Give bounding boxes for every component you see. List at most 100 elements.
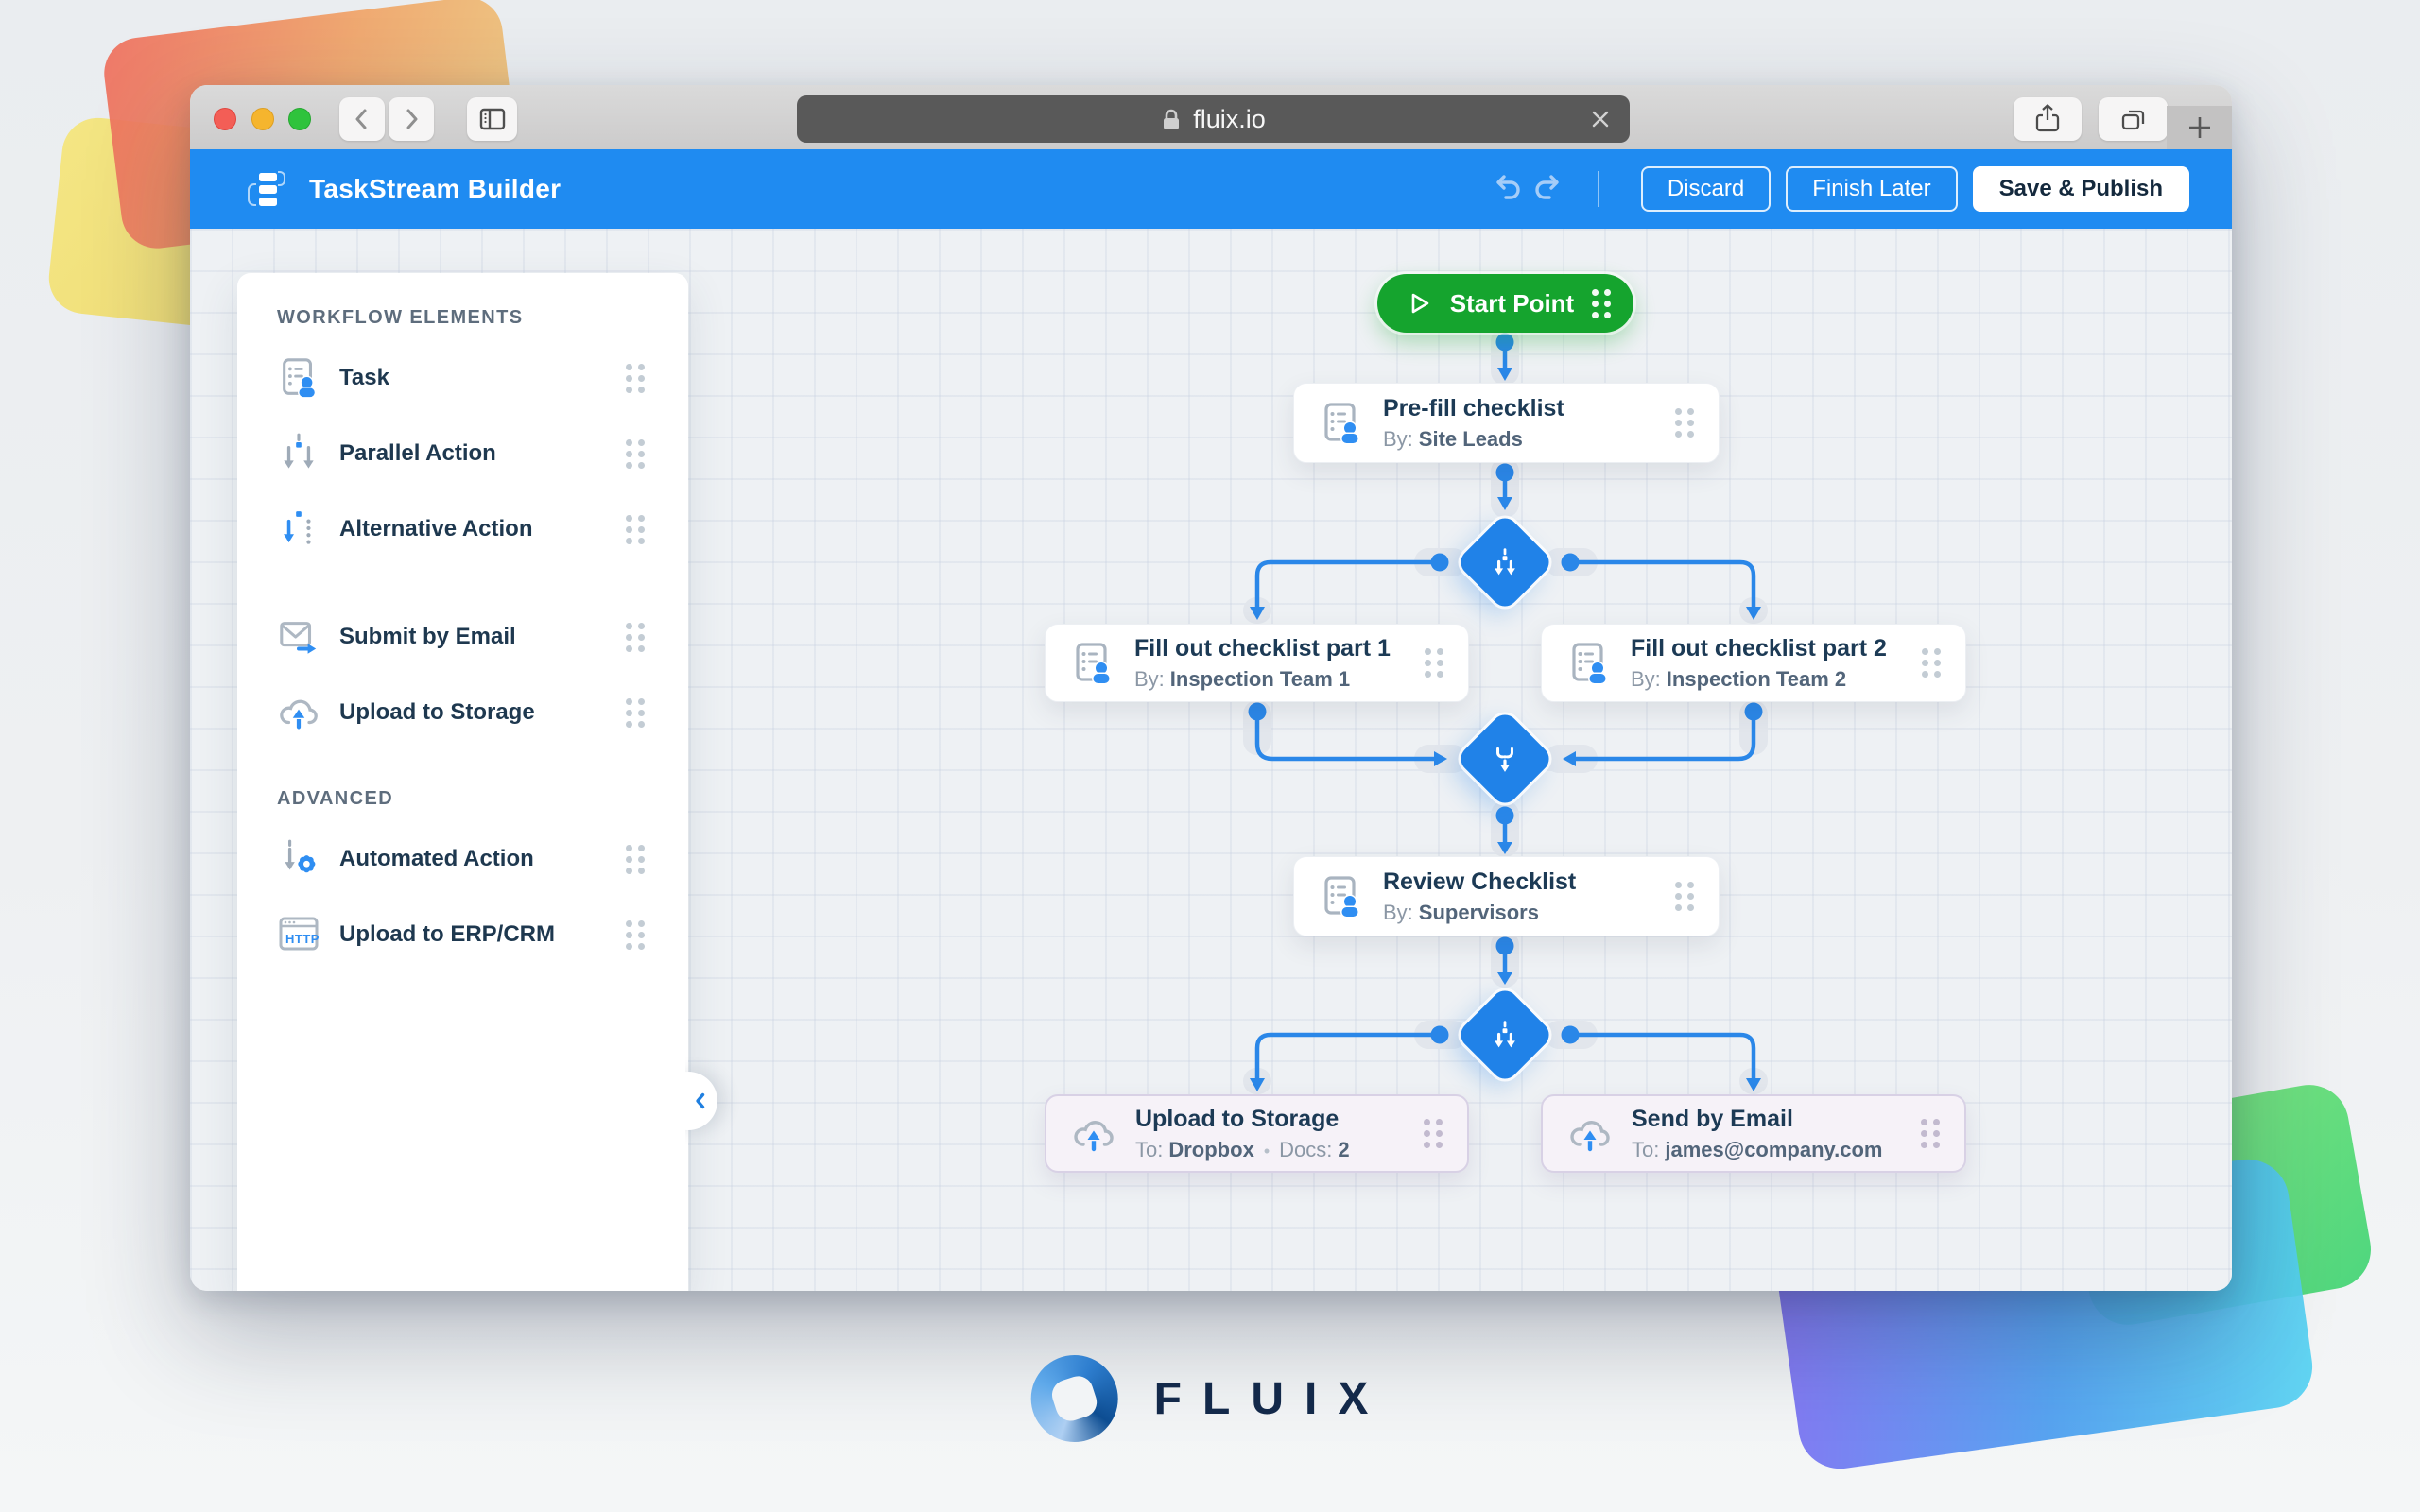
node-title: Pre-fill checklist [1383,395,1564,422]
parallel-split-node-2[interactable] [1455,985,1555,1085]
plus-icon [2188,117,2210,138]
node-meta: By:Inspection Team 1 [1134,666,1351,691]
chevron-left-icon [696,1092,705,1109]
node-meta: By:Inspection Team 2 [1631,666,1847,691]
parallel-split-icon [1495,548,1515,576]
email-icon [280,622,317,654]
cloud-upload-icon [280,699,318,730]
drag-handle[interactable] [626,844,645,874]
window-minimize-button[interactable] [251,108,274,130]
alternative-action-icon [284,511,311,544]
node-title: Send by Email [1632,1106,1793,1133]
node-prefill-checklist[interactable]: Pre-fill checklist By:Site Leads [1293,383,1720,463]
sidebar-item-upload-to-erp-crm[interactable]: HTTP Upload to ERP/CRM [277,897,645,972]
drag-handle[interactable] [1592,288,1611,318]
node-meta: By:Site Leads [1383,426,1523,451]
forward-button[interactable] [389,97,434,141]
merge-icon [1496,747,1513,772]
sidebar-item-automated-action[interactable]: Automated Action [277,821,645,897]
task-icon [283,358,317,399]
node-meta: To:james@company.com [1632,1137,1883,1161]
drag-handle[interactable] [626,622,645,652]
sidebar-item-label: Alternative Action [339,516,533,541]
sidebar-panel-icon [479,108,505,130]
parallel-action-icon [284,433,314,469]
taskstream-logo-icon [247,168,288,210]
share-icon [2035,104,2060,132]
window-close-button[interactable] [214,108,236,130]
new-tab-button[interactable] [2167,106,2232,149]
drag-handle[interactable] [1922,648,1941,678]
redo-button[interactable] [1528,167,1571,211]
cloud-upload-icon [1074,1120,1114,1151]
node-upload-to-storage[interactable]: Upload to Storage To:Dropbox•Docs:2 [1045,1094,1469,1173]
save-publish-button[interactable]: Save & Publish [1972,166,2189,212]
share-button[interactable] [2014,97,2082,141]
node-title: Upload to Storage [1135,1106,1340,1133]
close-tab-icon[interactable] [1586,105,1615,133]
sidebar-item-alternative-action[interactable]: Alternative Action [277,491,645,567]
sidebar-item-label: Upload to Storage [339,699,535,725]
cloud-upload-icon [1570,1120,1610,1151]
discard-button[interactable]: Discard [1640,166,1772,212]
redo-icon [1535,175,1559,199]
http-label: HTTP [285,932,320,946]
browser-titlebar: fluix.io [190,85,2232,149]
node-send-by-email[interactable]: Send by Email To:james@company.com [1541,1094,1966,1173]
sidebar-item-parallel-action[interactable]: Parallel Action [277,416,645,491]
fluix-wordmark: FLUIX [1153,1373,1390,1424]
chevron-left-icon [355,109,367,129]
sidebar-item-task[interactable]: Task [277,340,645,416]
elements-sidebar: WORKFLOW ELEMENTS Task Parallel Action A… [237,273,688,1291]
sidebar-item-label: Task [339,365,389,390]
drag-handle[interactable] [626,697,645,728]
start-point-node[interactable]: Start Point [1377,274,1634,333]
finish-later-button[interactable]: Finish Later [1786,166,1958,212]
header-divider [1597,171,1599,207]
task-icon [1572,642,1607,684]
merge-node[interactable] [1455,709,1555,809]
drag-handle[interactable] [626,919,645,950]
node-title: Fill out checklist part 1 [1134,635,1391,662]
chevron-right-icon [406,109,418,129]
node-review-checklist[interactable]: Review Checklist By:Supervisors [1293,856,1720,936]
drag-handle[interactable] [1675,408,1694,438]
sidebar-group-gap [277,567,645,599]
drag-handle[interactable] [626,438,645,469]
parallel-split-icon [1495,1021,1515,1048]
section-title-workflow-elements: WORKFLOW ELEMENTS [277,307,524,328]
drag-handle[interactable] [1921,1119,1940,1148]
task-icon [1076,642,1111,684]
automated-action-icon [285,839,316,873]
drag-handle[interactable] [1425,648,1443,678]
task-icon [1324,402,1359,444]
parallel-split-node[interactable] [1455,512,1555,612]
drag-handle[interactable] [1424,1119,1443,1148]
start-point-label: Start Point [1449,288,1575,318]
browser-window: fluix.io TaskStream Builder [190,85,2232,1291]
fluix-logo-icon [1030,1355,1118,1442]
app-title: TaskStream Builder [309,174,562,203]
tab-overview-button[interactable] [2099,97,2168,141]
task-icon [1324,875,1359,918]
sidebar-item-upload-to-storage[interactable]: Upload to Storage [277,675,645,750]
undo-button[interactable] [1484,167,1528,211]
back-button[interactable] [339,97,385,141]
node-meta: By:Supervisors [1383,900,1539,924]
node-title: Fill out checklist part 2 [1631,635,1887,662]
drag-handle[interactable] [626,363,645,393]
node-fill-checklist-2[interactable]: Fill out checklist part 2 By:Inspection … [1541,624,1966,702]
url-text: fluix.io [1193,104,1266,133]
sidebar-item-submit-by-email[interactable]: Submit by Email [277,599,645,675]
section-title-advanced: ADVANCED [277,788,394,809]
node-meta: To:Dropbox•Docs:2 [1135,1137,1350,1161]
play-icon [1411,293,1429,314]
app-header: TaskStream Builder Discard Finish Later … [190,149,2232,229]
sidebar-toggle-button[interactable] [467,97,517,141]
drag-handle[interactable] [626,514,645,544]
node-fill-checklist-1[interactable]: Fill out checklist part 1 By:Inspection … [1045,624,1469,702]
node-title: Review Checklist [1383,868,1577,896]
drag-handle[interactable] [1675,882,1694,911]
window-zoom-button[interactable] [288,108,311,130]
url-bar[interactable]: fluix.io [797,95,1630,143]
